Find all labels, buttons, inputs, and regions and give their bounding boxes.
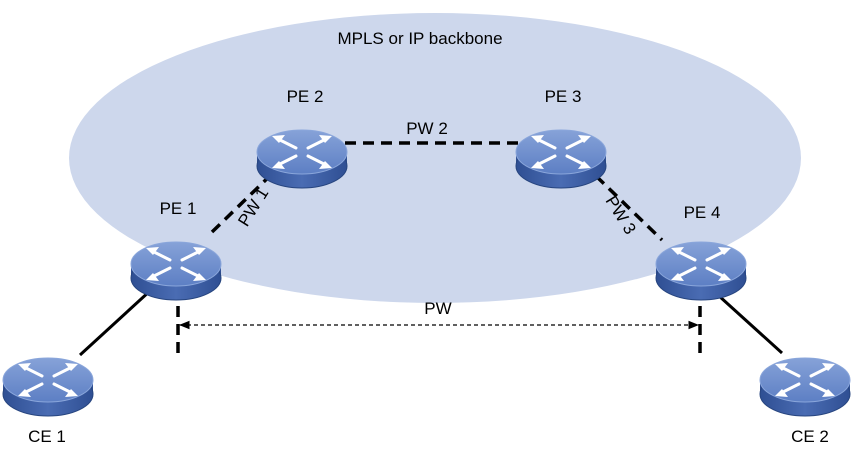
router-icon — [758, 356, 852, 418]
pe1-label: PE 1 — [160, 199, 197, 218]
pw3-link — [594, 174, 664, 242]
router-pe4[interactable] — [654, 240, 748, 302]
backbone-area — [69, 13, 801, 303]
router-pe3[interactable] — [514, 128, 608, 190]
pe4-label: PE 4 — [684, 203, 721, 222]
pw2-label: PW 2 — [406, 119, 448, 138]
pe2-label: PE 2 — [287, 87, 324, 106]
router-icon — [255, 128, 349, 190]
pe3-label: PE 3 — [545, 87, 582, 106]
router-ce1[interactable] — [1, 356, 95, 418]
ce1-label: CE 1 — [28, 427, 66, 446]
router-icon — [129, 240, 223, 302]
router-icon — [1, 356, 95, 418]
router-icon — [514, 128, 608, 190]
ce2-label: CE 2 — [791, 427, 829, 446]
pw-end-to-end-label: PW — [424, 299, 451, 318]
router-pe1[interactable] — [129, 240, 223, 302]
router-icon — [654, 240, 748, 302]
router-ce2[interactable] — [758, 356, 852, 418]
router-pe2[interactable] — [255, 128, 349, 190]
backbone-label: MPLS or IP backbone — [337, 29, 502, 48]
